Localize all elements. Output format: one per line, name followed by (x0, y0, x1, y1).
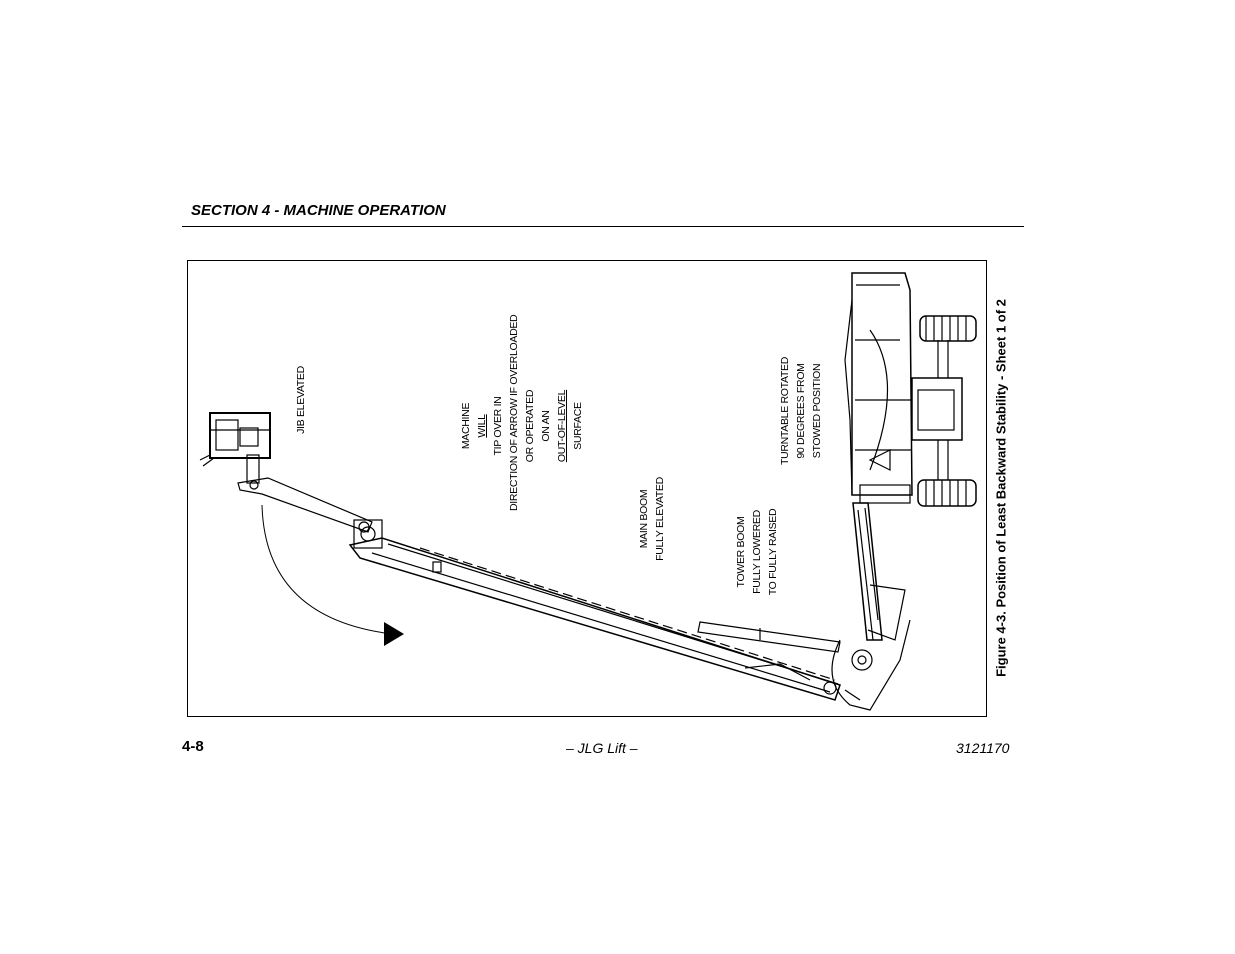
main-boom-label: MAIN BOOM FULLY ELEVATED (638, 477, 666, 561)
figure-frame (187, 260, 987, 717)
figure-caption: Figure 4-3. Position of Least Backward S… (993, 299, 1009, 677)
header-rule (182, 226, 1024, 227)
tip-over-warning-label: MACHINE WILL TIP OVER IN DIRECTION OF AR… (460, 314, 584, 511)
turntable-label: TURNTABLE ROTATED 90 DEGREES FROM STOWED… (779, 356, 823, 466)
jib-elevated-label: JIB ELEVATED (295, 366, 307, 434)
page-number: 4-8 (182, 738, 204, 755)
tower-boom-label: TOWER BOOM FULLY LOWERED TO FULLY RAISED (735, 508, 779, 596)
section-header: SECTION 4 - MACHINE OPERATION (191, 202, 446, 219)
document-number: 3121170 (956, 740, 1010, 756)
footer-center-text: – JLG Lift – (566, 740, 638, 756)
